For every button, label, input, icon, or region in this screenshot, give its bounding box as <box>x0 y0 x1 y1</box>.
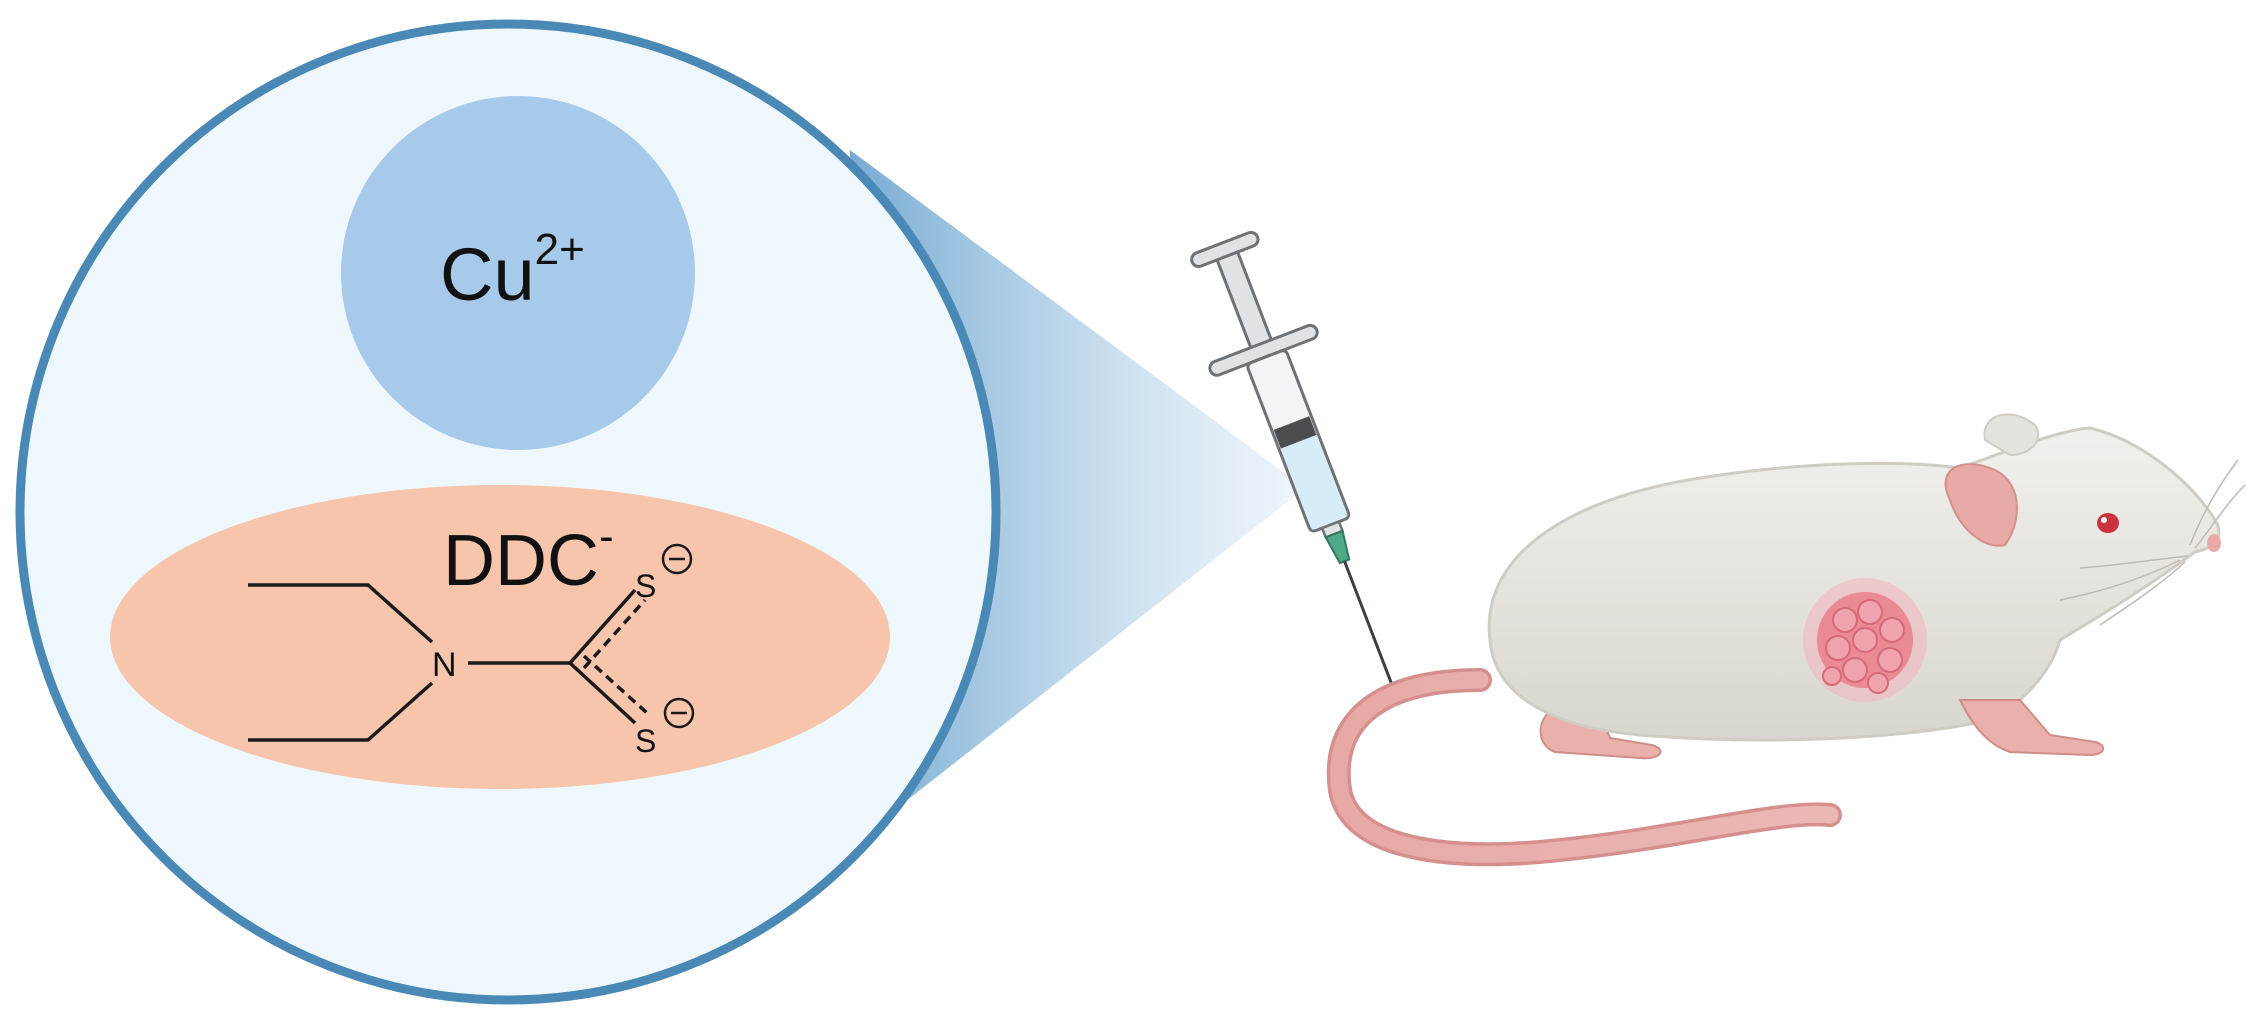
mouse-nose <box>2207 534 2221 552</box>
ddc-label: DDC- <box>443 512 614 601</box>
ddc-ligand: DDC- N S S <box>110 485 890 789</box>
c-s-bottom-bond <box>568 661 637 725</box>
mouse-ear-far <box>1983 413 2040 457</box>
copper-ion-label: Cu2+ <box>440 225 585 316</box>
mouse-icon <box>1326 413 2246 867</box>
syringe-icon <box>1190 230 1398 697</box>
c-s-top-bond <box>568 588 637 665</box>
mouse-eye <box>2097 513 2119 533</box>
copper-ion: Cu2+ <box>341 96 695 450</box>
ddc-label-charge: - <box>599 512 614 561</box>
copper-ion-charge: 2+ <box>535 225 585 274</box>
copper-ion-base: Cu <box>440 233 535 316</box>
copper-ion-circle <box>341 96 695 450</box>
ethyl-arm-top <box>248 583 434 644</box>
negative-charge-bottom-icon <box>663 697 695 729</box>
mouse-ear-near <box>1944 463 2018 547</box>
mouse-whiskers <box>2059 459 2246 626</box>
negative-charge-top-icon <box>661 543 693 575</box>
c-s-top-dashed <box>582 598 647 670</box>
ddc-label-base: DDC <box>443 521 599 601</box>
sulfur-atom-bottom: S <box>635 723 656 759</box>
sulfur-atom-top: S <box>635 568 656 604</box>
ddc-ellipse <box>110 485 890 789</box>
ethyl-arm-bottom <box>248 681 434 742</box>
mouse-front-leg <box>1958 699 2105 757</box>
tumor-icon <box>1803 578 1927 702</box>
nitrogen-atom: N <box>432 646 457 684</box>
